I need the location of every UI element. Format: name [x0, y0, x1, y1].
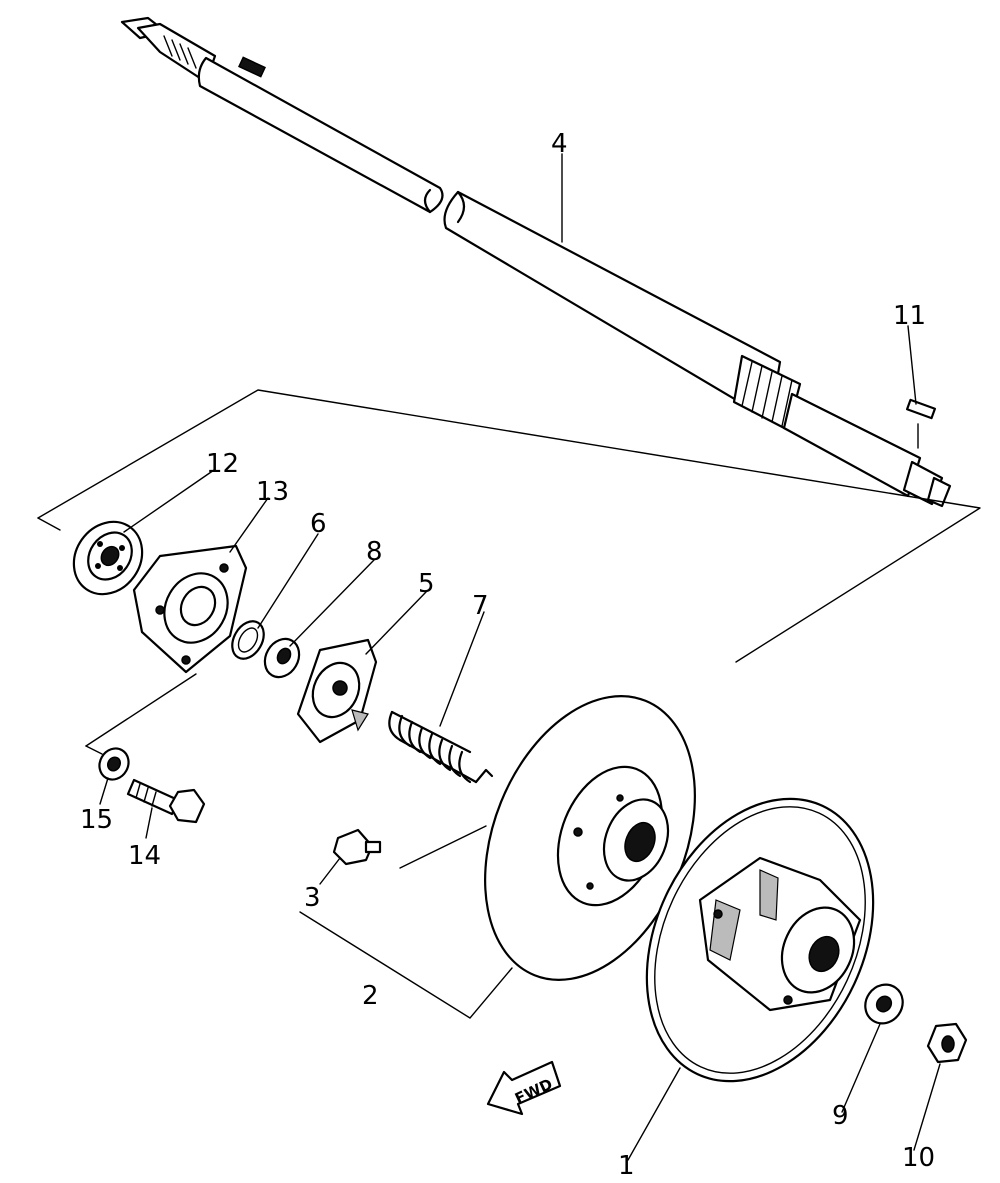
callout-15: 15	[80, 805, 113, 835]
cam-part-5	[296, 638, 378, 744]
leader-lines	[99, 153, 941, 1161]
callout-9: 9	[832, 1101, 849, 1131]
movable-sheave-part-1	[645, 797, 875, 1083]
washer-part-15	[98, 747, 130, 781]
callout-4: 4	[551, 129, 568, 159]
callout-14: 14	[128, 841, 161, 871]
bolt-part-14	[126, 778, 206, 824]
callout-13: 13	[256, 477, 289, 507]
nut-part-10	[926, 1022, 968, 1064]
callout-7: 7	[472, 591, 489, 621]
callout-10: 10	[902, 1143, 935, 1173]
spring-part-7	[388, 710, 494, 784]
callout-3: 3	[304, 883, 321, 913]
shaft-part-4	[120, 16, 952, 508]
callout-5: 5	[418, 569, 435, 599]
callout-2: 2	[362, 981, 379, 1011]
fixed-sheave-part-2	[484, 695, 696, 981]
callout-8: 8	[366, 537, 383, 567]
washer-part-9	[864, 983, 904, 1025]
callout-labels: 4 11 12 13 6 8 5 7 15 14 3 2 9 10 1	[80, 129, 935, 1181]
callout-11: 11	[893, 301, 926, 331]
assembly-bracket-lines	[37, 389, 981, 1019]
slider-part-3	[332, 828, 382, 866]
bearing-part-12	[72, 520, 144, 596]
callout-6: 6	[310, 509, 327, 539]
bearing-housing-part-13	[132, 544, 248, 674]
circlip-part-6	[231, 620, 265, 660]
callout-12: 12	[206, 449, 239, 479]
callout-1: 1	[618, 1151, 635, 1181]
forward-direction-arrow: FWD	[486, 1060, 562, 1116]
spacer-part-8	[263, 637, 301, 679]
